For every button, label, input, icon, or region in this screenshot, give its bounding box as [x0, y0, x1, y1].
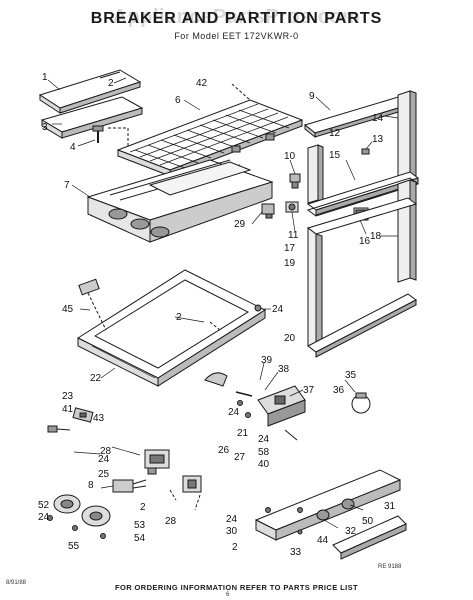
callout-17: 17: [284, 243, 296, 254]
callout-40: 40: [258, 459, 270, 470]
part-fastener-41: [47, 425, 71, 433]
callout-45: 45: [62, 304, 74, 315]
callout-6: 6: [175, 95, 181, 106]
callout-9: 9: [309, 91, 315, 102]
part-trim-33: [332, 515, 407, 560]
callout-33: 33: [290, 547, 302, 558]
callout-24-strip: 24: [226, 514, 238, 525]
part-lamp-housing-52: [53, 494, 81, 514]
callout-2-lower: 2: [140, 502, 146, 513]
part-partition-frame-lower: [306, 197, 418, 358]
callout-2-panel: 2: [176, 312, 182, 323]
part-hinge-43: [72, 407, 94, 423]
callout-15: 15: [329, 150, 341, 161]
callout-21: 21: [237, 428, 249, 439]
callout-26: 26: [218, 445, 230, 456]
part-clip-13: [361, 148, 370, 155]
callout-24-relay: 24: [98, 454, 110, 465]
diagram-subtitle: For Model EET 172VKWR-0: [174, 31, 299, 41]
callout-24-light: 24: [228, 407, 240, 418]
diagram-title: BREAKER AND PARTITION PARTS: [90, 10, 383, 27]
callout-25: 25: [98, 469, 110, 480]
part-light-socket: [257, 385, 306, 427]
callout-11: 11: [288, 230, 299, 241]
callout-28-upper: 28: [100, 446, 112, 457]
part-hinge-11: [285, 201, 299, 213]
callout-12: 12: [329, 128, 341, 139]
callout-13: 13: [372, 134, 384, 145]
part-breaker-housing: [86, 159, 274, 243]
part-light-cover-39: [204, 372, 228, 387]
ordering-footer: FOR ORDERING INFORMATION REFER TO PARTS …: [115, 583, 358, 592]
callout-30: 30: [226, 526, 238, 537]
part-relay-25: [144, 449, 170, 475]
callout-41: 41: [62, 404, 74, 415]
part-breaker-bottom-panel: [76, 269, 267, 387]
callout-52: 52: [38, 500, 50, 511]
callout-18: 18: [370, 231, 382, 242]
callout-55: 55: [68, 541, 80, 552]
callout-54: 54: [134, 533, 146, 544]
part-vertical-strip-14: [397, 90, 417, 185]
callout-16: 16: [359, 236, 371, 247]
callout-23: 23: [62, 391, 74, 402]
callout-36: 36: [333, 385, 345, 396]
callout-22: 22: [90, 373, 102, 384]
callout-19: 19: [284, 258, 296, 269]
part-switch-26: [182, 475, 202, 493]
callout-38: 38: [278, 364, 290, 375]
part-light-bulb: [351, 392, 371, 414]
callout-27: 27: [234, 452, 246, 463]
page-number: 6: [226, 592, 230, 598]
callout-44: 44: [317, 535, 329, 546]
part-lower-breaker-strip: [254, 469, 402, 541]
callout-58: 58: [258, 447, 270, 458]
callout-31: 31: [384, 501, 396, 512]
part-hinge-29: [261, 203, 275, 219]
part-partition-middle-bar: [306, 171, 420, 217]
callout-29: 29: [234, 219, 246, 230]
corner-code: 8/91/88: [6, 580, 27, 586]
callout-24-lamp: 24: [38, 512, 50, 523]
callout-39: 39: [261, 355, 273, 366]
callout-35: 35: [345, 370, 357, 381]
callout-50: 50: [362, 516, 374, 527]
callout-2-strip: 2: [232, 542, 238, 553]
callout-37: 37: [303, 385, 315, 396]
watermark: AppliancePartsPros.com: [112, 6, 361, 28]
callout-3: 3: [42, 122, 48, 133]
callout-8: 8: [88, 480, 94, 491]
callout-4: 4: [70, 142, 76, 153]
part-clip-45: [78, 278, 100, 296]
callout-53: 53: [134, 520, 146, 531]
callout-7: 7: [64, 180, 70, 191]
part-trim-strip-upper: [38, 69, 142, 114]
part-trim-strip-lower: [40, 96, 144, 139]
callout-1: 1: [42, 72, 48, 83]
part-lamp-housing-53: [81, 505, 111, 527]
callout-43: 43: [93, 413, 105, 424]
callout-28-lower: 28: [165, 516, 177, 527]
part-bushing-50: [316, 498, 355, 521]
part-screw-4: [92, 125, 104, 143]
part-vertical-strip-12: [307, 144, 324, 204]
revision-code: RE 9188: [378, 564, 402, 570]
callout-20: 20: [284, 333, 296, 344]
callout-2-top: 2: [108, 78, 114, 89]
callout-32: 32: [345, 526, 357, 537]
callout-24-panel: 24: [272, 304, 284, 315]
callout-10: 10: [284, 151, 296, 162]
callout-14: 14: [372, 113, 384, 124]
callout-24-socket: 24: [258, 434, 270, 445]
callout-42: 42: [196, 78, 208, 89]
